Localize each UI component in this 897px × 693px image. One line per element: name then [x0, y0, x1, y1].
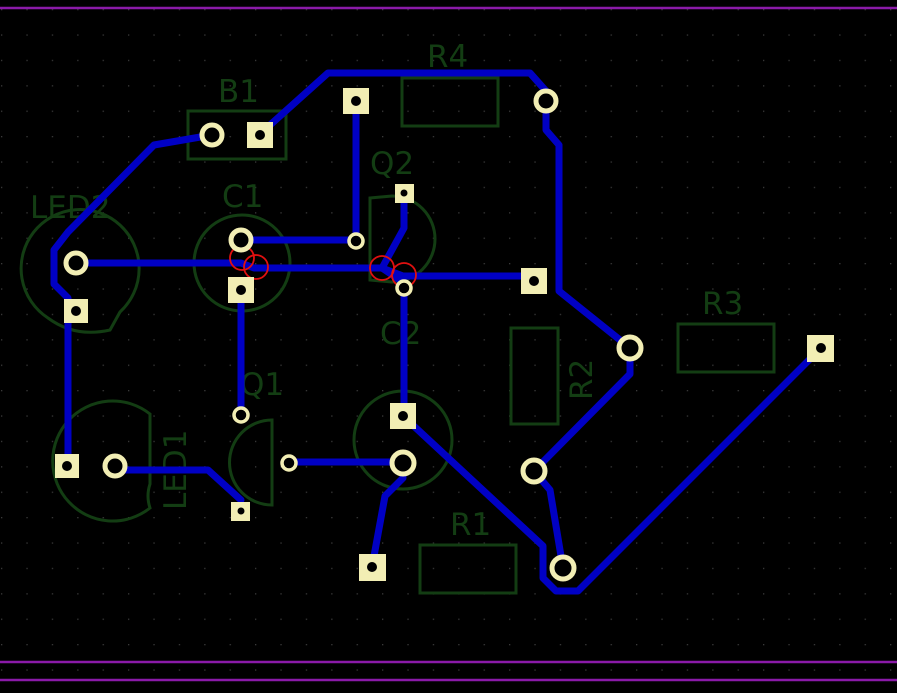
pad-r3-2[interactable] — [616, 334, 644, 362]
pad-q1-3[interactable] — [280, 454, 298, 472]
label-r2: R2 — [564, 359, 600, 400]
trace-b1-to-led2 — [50, 131, 216, 470]
r3-outline — [676, 322, 776, 374]
pad-hole — [236, 285, 246, 295]
trace-led1-to-q1 — [112, 466, 245, 504]
pad-hole — [398, 411, 408, 421]
label-r3: R3 — [702, 286, 743, 322]
pad-hole — [71, 306, 81, 316]
board-outline — [0, 6, 897, 682]
pad-hole — [255, 130, 265, 140]
pad-c1-2[interactable] — [228, 227, 254, 253]
r4-outline — [400, 76, 500, 128]
label-r4: R4 — [427, 39, 468, 75]
square-pad-holes — [62, 96, 826, 572]
pad-hole — [62, 461, 72, 471]
pad-r2-2[interactable] — [520, 457, 548, 485]
pad-led1-2[interactable] — [102, 453, 128, 479]
label-b1: B1 — [218, 74, 259, 110]
label-c1: C1 — [222, 179, 263, 215]
drc-marker — [243, 254, 269, 280]
label-led2: LED2 — [30, 190, 110, 226]
pad-hole — [367, 562, 377, 572]
pad-hole — [400, 189, 408, 197]
b1-outline — [186, 109, 288, 161]
pad-b1-2[interactable] — [199, 122, 225, 148]
label-q1: Q1 — [240, 367, 284, 403]
pad-q2-top-3[interactable] — [395, 279, 413, 297]
label-r1: R1 — [450, 507, 491, 543]
pad-hole — [816, 343, 826, 353]
pad-r4-2[interactable] — [533, 88, 559, 114]
round-pads — [63, 88, 644, 582]
pad-q2-top-2[interactable] — [347, 232, 365, 250]
label-q2-top: Q2 — [370, 146, 414, 182]
pad-c2-2[interactable] — [389, 449, 417, 477]
r2-outline — [509, 326, 560, 426]
silkscreen-layer — [19, 76, 776, 595]
pad-hole — [351, 96, 361, 106]
pad-led2-2[interactable] — [63, 250, 89, 276]
r1-outline — [418, 543, 518, 595]
q1-outline — [228, 418, 274, 507]
trace-c2-to-r3 — [399, 344, 825, 595]
pad-hole — [529, 276, 539, 286]
pad-hole — [237, 507, 245, 515]
trace-horizontal-bus — [72, 259, 538, 280]
pad-q1-2[interactable] — [232, 406, 250, 424]
led1-outline — [51, 399, 152, 523]
trace-q2-vertical — [378, 189, 408, 420]
pad-r1-2[interactable] — [549, 554, 577, 582]
